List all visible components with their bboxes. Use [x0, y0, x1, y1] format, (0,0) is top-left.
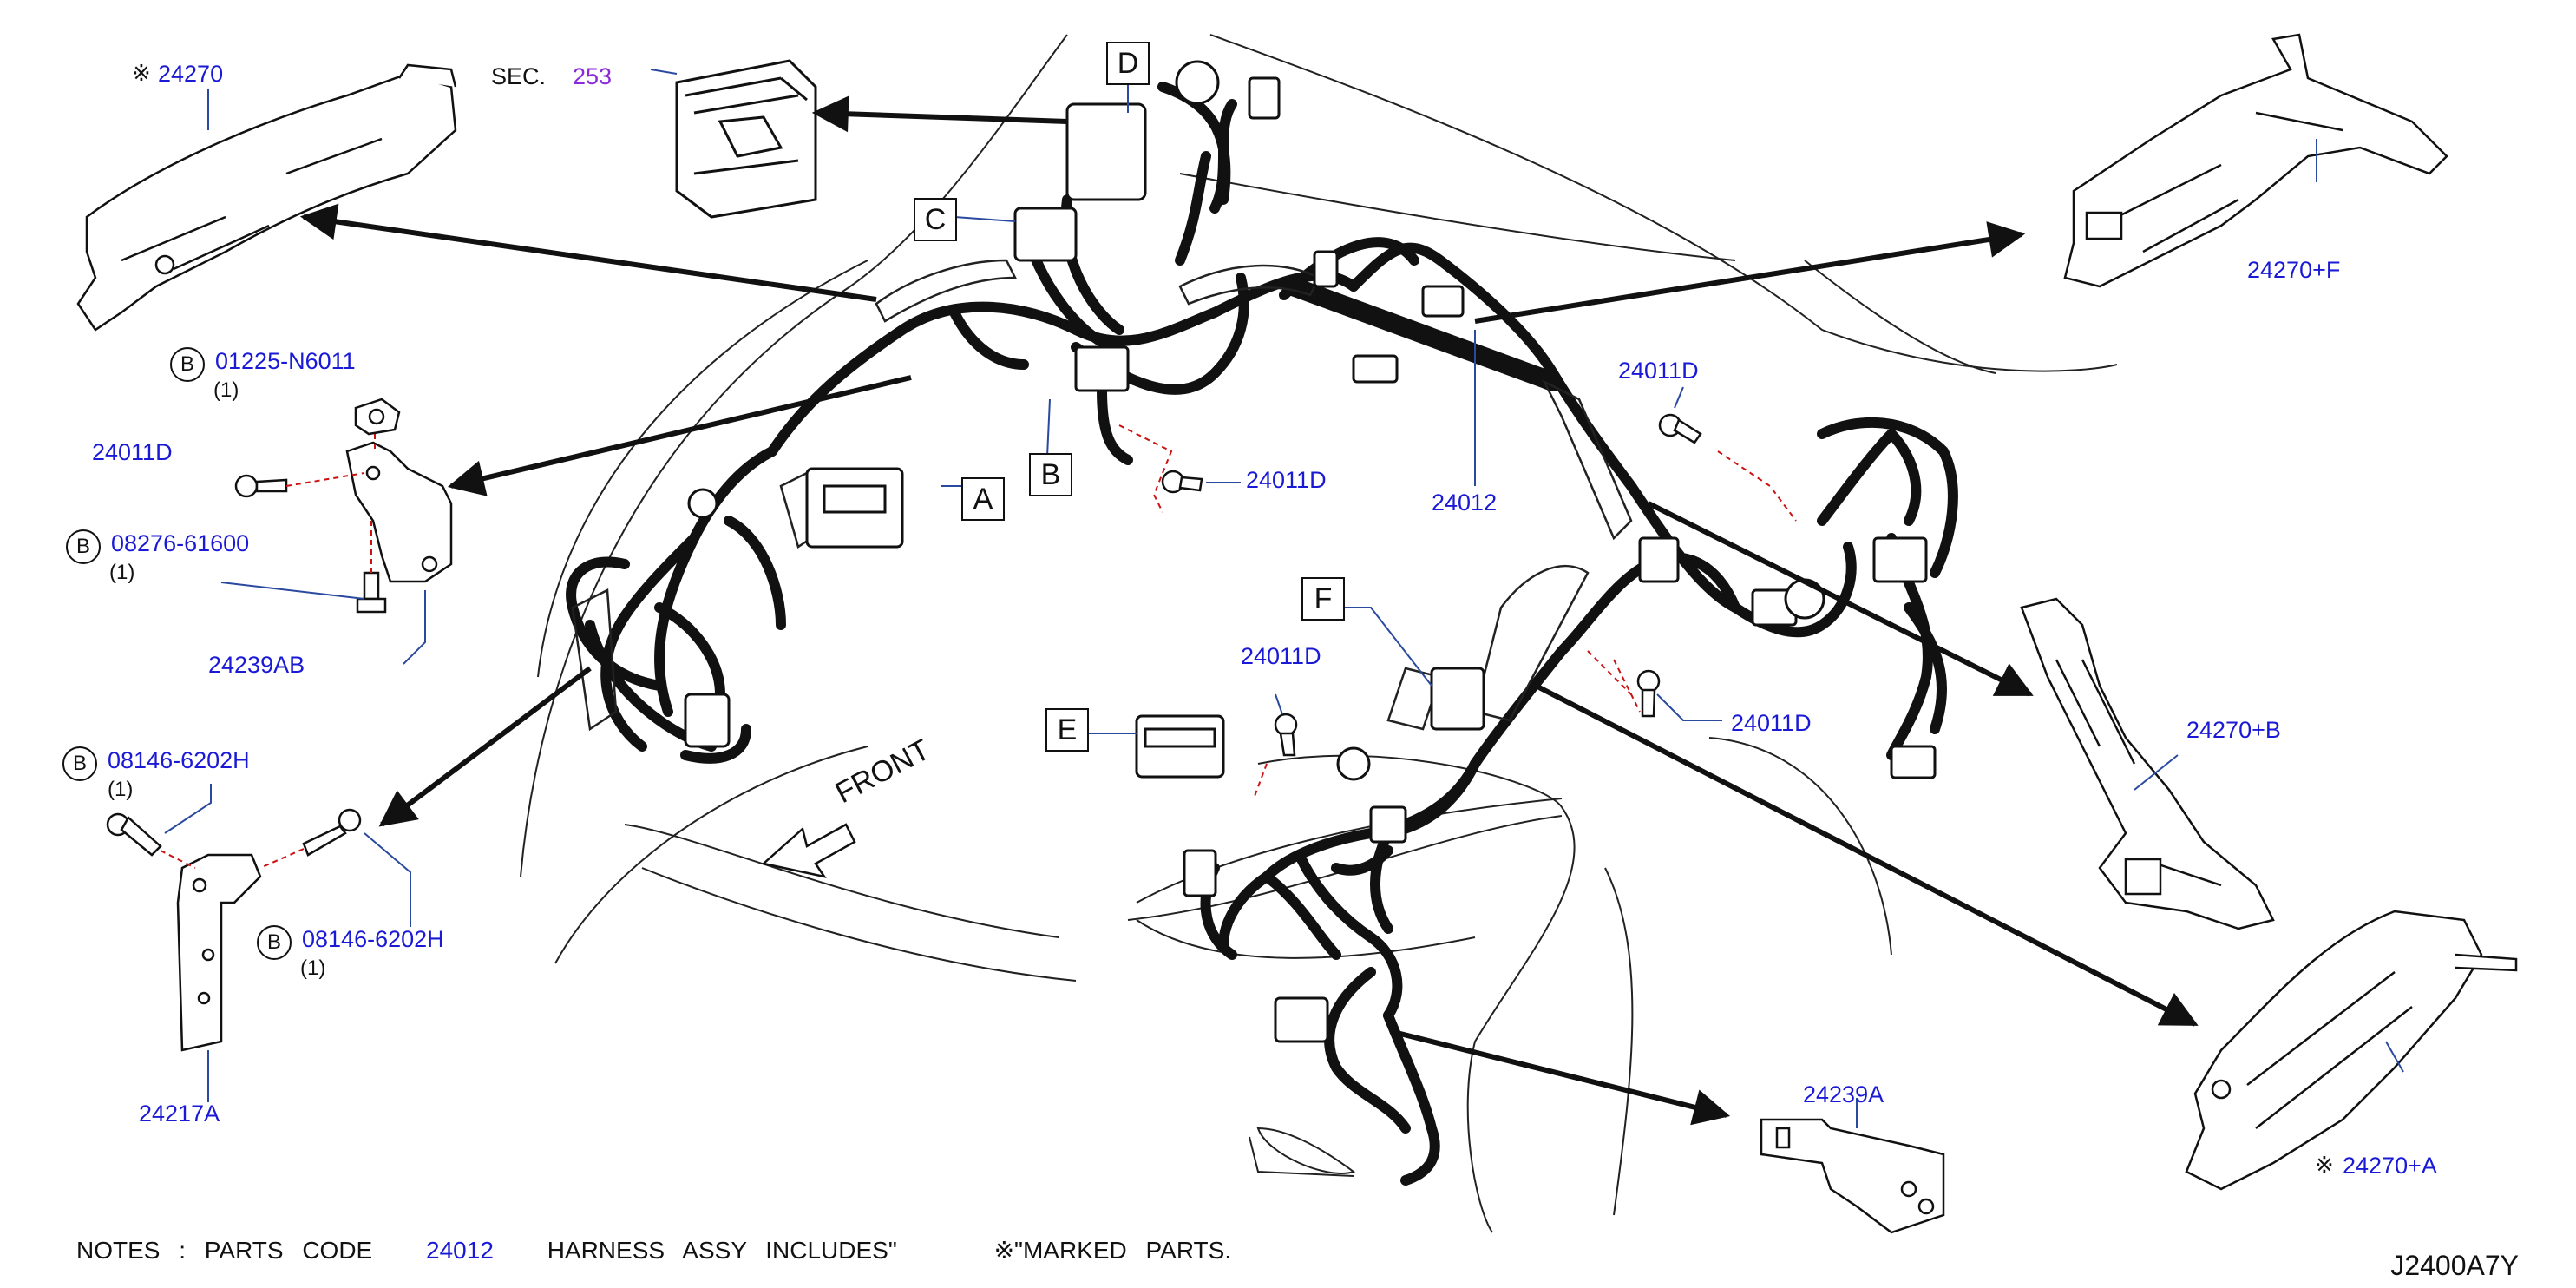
marked-part-symbol-a: ※ — [2315, 1153, 2334, 1179]
main-harness — [566, 82, 1958, 1186]
qty-08276: (1) — [109, 561, 135, 584]
notes-code: 24012 — [426, 1237, 494, 1264]
circle-b-01225: B — [170, 347, 205, 382]
part-label-24011D-left: 24011D — [92, 439, 173, 465]
box-label-a: A — [961, 477, 1005, 521]
fastener-lines-center — [1118, 424, 1797, 799]
harness-brackets — [571, 259, 1633, 732]
part-label-24011D-right-top: 24011D — [1618, 358, 1699, 384]
part-label-24239AB: 24239AB — [208, 652, 305, 678]
qty-08146-left: (1) — [108, 778, 134, 801]
notes-middle: HARNESS ASSY INCLUDES" — [547, 1237, 897, 1264]
part-label-24217A: 24217A — [139, 1101, 220, 1127]
sec-prefix: SEC. — [491, 63, 547, 89]
qty-08146-right: (1) — [300, 956, 326, 980]
part-label-24239A: 24239A — [1803, 1081, 1884, 1107]
callout-arrows — [299, 95, 2199, 1126]
duct-24270 — [76, 63, 457, 332]
part-label-24270-A: 24270+A — [2343, 1153, 2437, 1179]
relay-box-c — [1013, 207, 1078, 262]
bracket-24239A — [1760, 1118, 1945, 1234]
bolt-24011D-right — [1161, 413, 1702, 757]
bolt-24011D-left — [234, 474, 288, 498]
part-label-24270-F: 24270+F — [2247, 257, 2341, 283]
notes-marked: "MARKED PARTS. — [1014, 1237, 1232, 1264]
part-label-24011D-lower-right: 24011D — [1731, 710, 1812, 736]
nut-01225 — [354, 398, 401, 436]
qty-01225: (1) — [213, 378, 239, 402]
fuse-block-a — [805, 467, 904, 549]
vehicle-body-outline — [520, 34, 2118, 1233]
fastener-lines-left — [285, 434, 376, 573]
part-label-08276-61600: 08276-61600 — [111, 530, 250, 556]
box-label-f: F — [1301, 577, 1345, 621]
connector-f — [1430, 667, 1485, 731]
circle-b-08146-right: B — [257, 925, 292, 960]
part-label-24011D-center: 24011D — [1246, 467, 1327, 493]
bolt-08146-right — [302, 808, 362, 857]
figure-id: J2400A7Y — [2390, 1250, 2519, 1281]
part-label-24012: 24012 — [1432, 490, 1498, 516]
duct-24270-A — [2185, 910, 2518, 1191]
bolt-08146-left — [106, 812, 162, 857]
circle-b-08146-left: B — [62, 746, 97, 781]
ecu-d — [1065, 102, 1147, 201]
box-label-d: D — [1106, 42, 1150, 85]
bracket-24239AB — [345, 441, 453, 583]
harness-tape-24012 — [1283, 277, 1563, 391]
box-label-e: E — [1045, 708, 1089, 752]
duct-24270-F — [2063, 33, 2448, 288]
part-label-08146-6202H-right: 08146-6202H — [302, 926, 444, 952]
leader-lines — [164, 69, 2404, 1128]
box-label-c: C — [914, 198, 957, 241]
part-label-24270-B: 24270+B — [2186, 717, 2281, 743]
part-label-08146-6202H-left: 08146-6202H — [108, 747, 250, 773]
notes-line: NOTES : PARTS CODE 24012 HARNESS ASSY IN… — [76, 1236, 1231, 1265]
circle-b-08276: B — [66, 529, 101, 564]
part-label-01225-N6011: 01225-N6011 — [215, 348, 356, 374]
notes-mark: ※ — [993, 1236, 1015, 1265]
fastener-lines-24217A — [160, 848, 305, 869]
ecu-module-253 — [675, 59, 817, 219]
notes-prefix: NOTES : PARTS CODE — [76, 1237, 373, 1264]
part-label-24011D-e: 24011D — [1241, 643, 1321, 669]
duct-24270-B — [2020, 597, 2275, 930]
bracket-24217A — [176, 853, 262, 1052]
connector-b — [1074, 345, 1130, 392]
marked-part-symbol: ※ — [132, 61, 151, 87]
box-label-b: B — [1029, 453, 1072, 496]
sec-number: 253 — [573, 63, 613, 89]
front-arrow-icon — [761, 823, 856, 878]
part-label-24270: 24270 — [158, 61, 224, 87]
bolt-08276 — [356, 571, 387, 614]
